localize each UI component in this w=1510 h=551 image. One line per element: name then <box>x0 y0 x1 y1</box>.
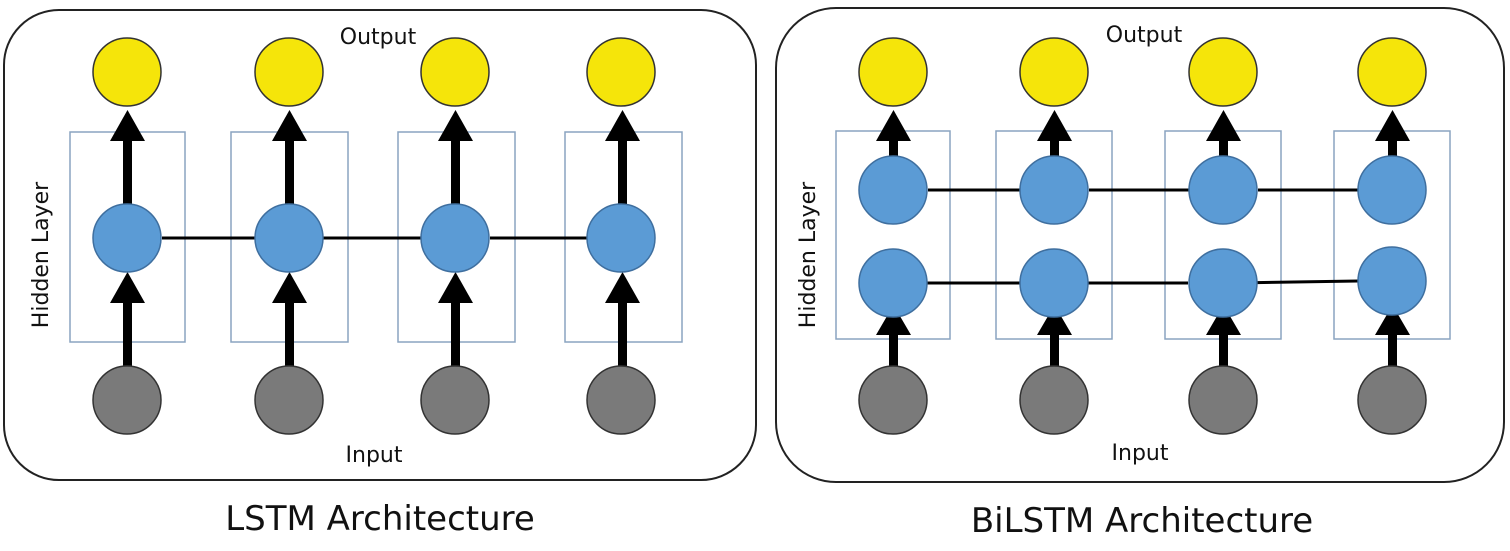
bilstm-hidden-layer-label: Hidden Layer <box>796 181 821 328</box>
lstm-output-node <box>92 37 162 107</box>
bilstm-output-node <box>1188 37 1258 107</box>
lstm-input-label: Input <box>346 443 403 468</box>
bilstm-output-label: Output <box>1106 23 1183 48</box>
bilstm-output-nodes <box>858 37 1427 107</box>
bilstm-backward-hidden-node <box>1188 248 1258 318</box>
lstm-output-node <box>254 37 324 107</box>
bilstm-input-node <box>1019 365 1089 435</box>
bilstm-input-label: Input <box>1112 441 1169 466</box>
lstm-output-node <box>586 37 656 107</box>
bilstm-forward-hidden-node <box>1357 155 1427 225</box>
lstm-hidden-node <box>254 203 324 273</box>
bilstm-forward-hidden-node <box>858 155 928 225</box>
bilstm-forward-hidden-nodes <box>858 155 1427 225</box>
bilstm-panel: Output Input Hidden Layer <box>775 7 1505 483</box>
bilstm-output-arrows <box>876 110 1410 168</box>
lstm-caption: LSTM Architecture <box>225 499 535 539</box>
lstm-hidden-node <box>420 203 490 273</box>
bilstm-forward-hidden-node <box>1019 155 1089 225</box>
lstm-input-node <box>420 365 490 435</box>
bilstm-output-node <box>858 37 928 107</box>
lstm-panel-border <box>3 9 757 481</box>
bilstm-input-nodes <box>858 365 1427 435</box>
lstm-output-node <box>420 37 490 107</box>
bilstm-input-node <box>1188 365 1258 435</box>
lstm-input-nodes <box>92 365 656 435</box>
lstm-hidden-nodes <box>92 203 656 273</box>
lstm-hidden-node <box>92 203 162 273</box>
bilstm-input-node <box>1357 365 1427 435</box>
lstm-input-node <box>586 365 656 435</box>
bilstm-input-arrows <box>876 305 1410 367</box>
bilstm-backward-hidden-node <box>1019 248 1089 318</box>
lstm-output-arrows <box>110 110 640 206</box>
lstm-hidden-node <box>586 203 656 273</box>
lstm-output-nodes <box>92 37 656 107</box>
lstm-output-label: Output <box>340 25 417 50</box>
bilstm-input-node <box>858 365 928 435</box>
lstm-hidden-layer-label: Hidden Layer <box>29 181 54 328</box>
bilstm-caption: BiLSTM Architecture <box>971 501 1313 541</box>
bilstm-panel-border <box>775 7 1505 483</box>
lstm-panel: Output Input Hidden Layer <box>3 9 757 481</box>
bilstm-output-node <box>1019 37 1089 107</box>
lstm-input-arrows <box>110 272 640 366</box>
bilstm-backward-hidden-nodes <box>858 246 1427 318</box>
bilstm-backward-hidden-node <box>1357 246 1427 316</box>
bilstm-backward-hidden-node <box>858 248 928 318</box>
bilstm-output-node <box>1357 37 1427 107</box>
bilstm-forward-hidden-node <box>1188 155 1258 225</box>
lstm-input-node <box>254 365 324 435</box>
lstm-input-node <box>92 365 162 435</box>
